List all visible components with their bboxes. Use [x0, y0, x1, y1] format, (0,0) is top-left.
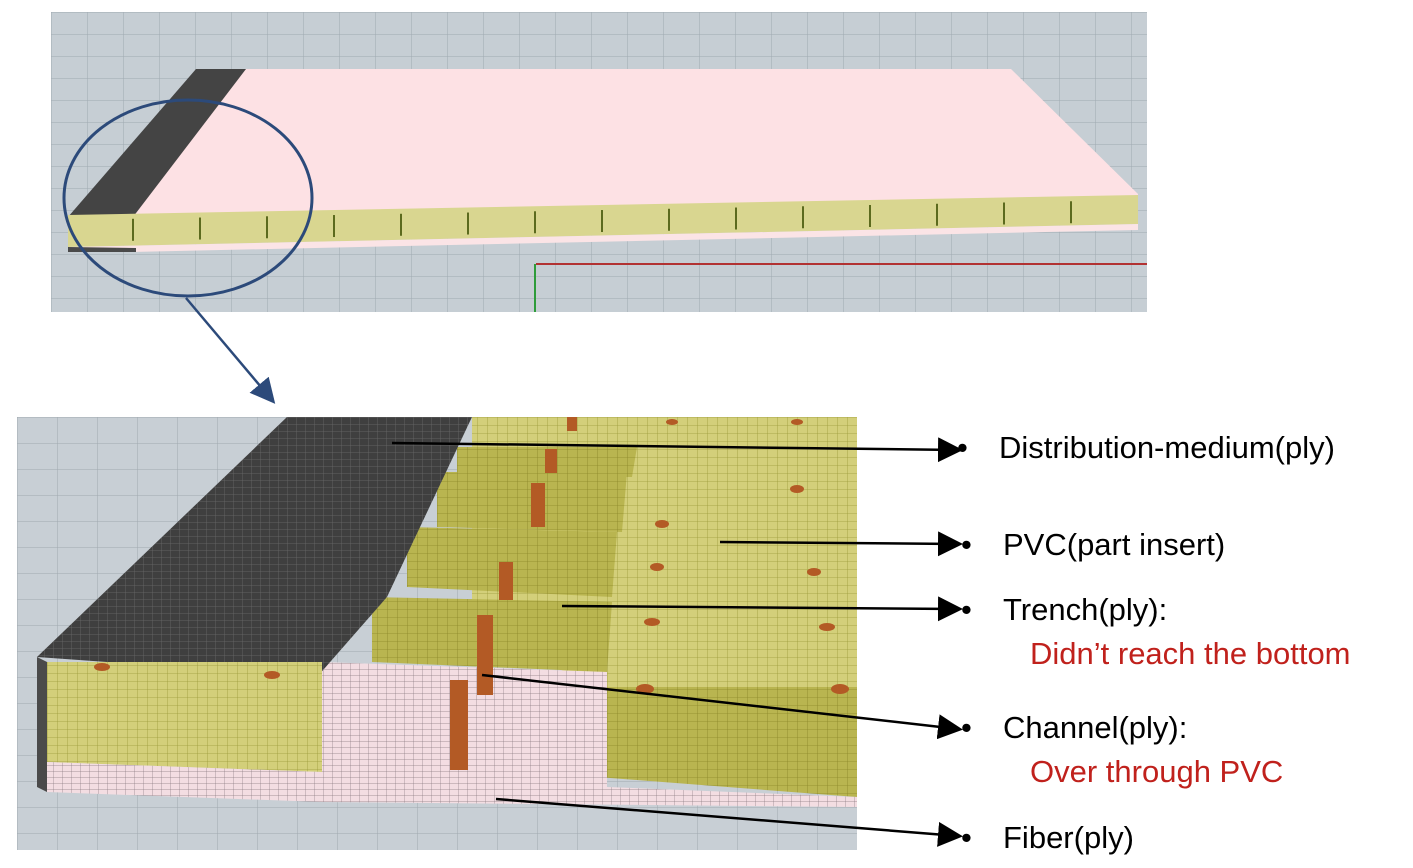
full-panel-view: [51, 12, 1147, 312]
channel-hole: [636, 684, 654, 694]
channel-hole: [655, 520, 669, 528]
channel-hole: [831, 684, 849, 694]
channel-pillar: [450, 680, 468, 770]
channel-pillars: [450, 417, 577, 770]
label-fiber: • Fiber(ply): [961, 820, 1134, 856]
channel-hole: [650, 563, 664, 571]
highlight-circle: [62, 98, 314, 298]
channel-hole: [94, 663, 110, 671]
label-text: Distribution-medium(ply): [999, 430, 1335, 465]
trench-lines: [132, 201, 1072, 241]
channel-pillar: [477, 615, 493, 695]
zoom-arrow: [185, 297, 276, 404]
channel-hole: [807, 568, 821, 576]
channel-hole: [819, 623, 835, 631]
channel-pillar: [499, 562, 513, 600]
channel-note: Over through PVC: [1030, 754, 1284, 789]
channel-hole: [790, 485, 804, 493]
bullet: •: [961, 820, 972, 855]
trench-note: Didn’t reach the bottom: [1030, 636, 1351, 671]
label-pvc: • PVC(part insert): [961, 527, 1226, 563]
channel-pillar: [545, 449, 557, 473]
bottom-ply-edge: [68, 224, 1138, 252]
label-trench: • Trench(ply):: [961, 592, 1168, 628]
bullet: •: [961, 592, 972, 627]
channel-pillar: [531, 483, 545, 527]
panel-top-surface: [133, 69, 1138, 217]
zoomed-edge-render: [17, 417, 857, 850]
left-foam-block: [47, 662, 322, 772]
label-channel: • Channel(ply):: [961, 710, 1188, 746]
full-panel-render: [51, 12, 1147, 312]
distribution-medium-top: [37, 417, 472, 677]
channel-hole: [666, 419, 678, 425]
channel-hole: [644, 618, 660, 626]
label-text: PVC(part insert): [1003, 527, 1226, 562]
bullet: •: [961, 710, 972, 745]
bullet: •: [961, 527, 972, 562]
channel-hole: [791, 419, 803, 425]
channel-pillar: [567, 417, 577, 431]
label-text: Channel(ply):: [1003, 710, 1188, 745]
distribution-medium-strip: [68, 69, 246, 217]
zoomed-edge-view: [17, 417, 857, 850]
bullet: •: [957, 430, 968, 465]
label-text: Fiber(ply): [1003, 820, 1134, 855]
channel-hole: [264, 671, 280, 679]
label-text: Trench(ply):: [1003, 592, 1168, 627]
label-distribution-medium: • Distribution-medium(ply): [957, 430, 1335, 466]
